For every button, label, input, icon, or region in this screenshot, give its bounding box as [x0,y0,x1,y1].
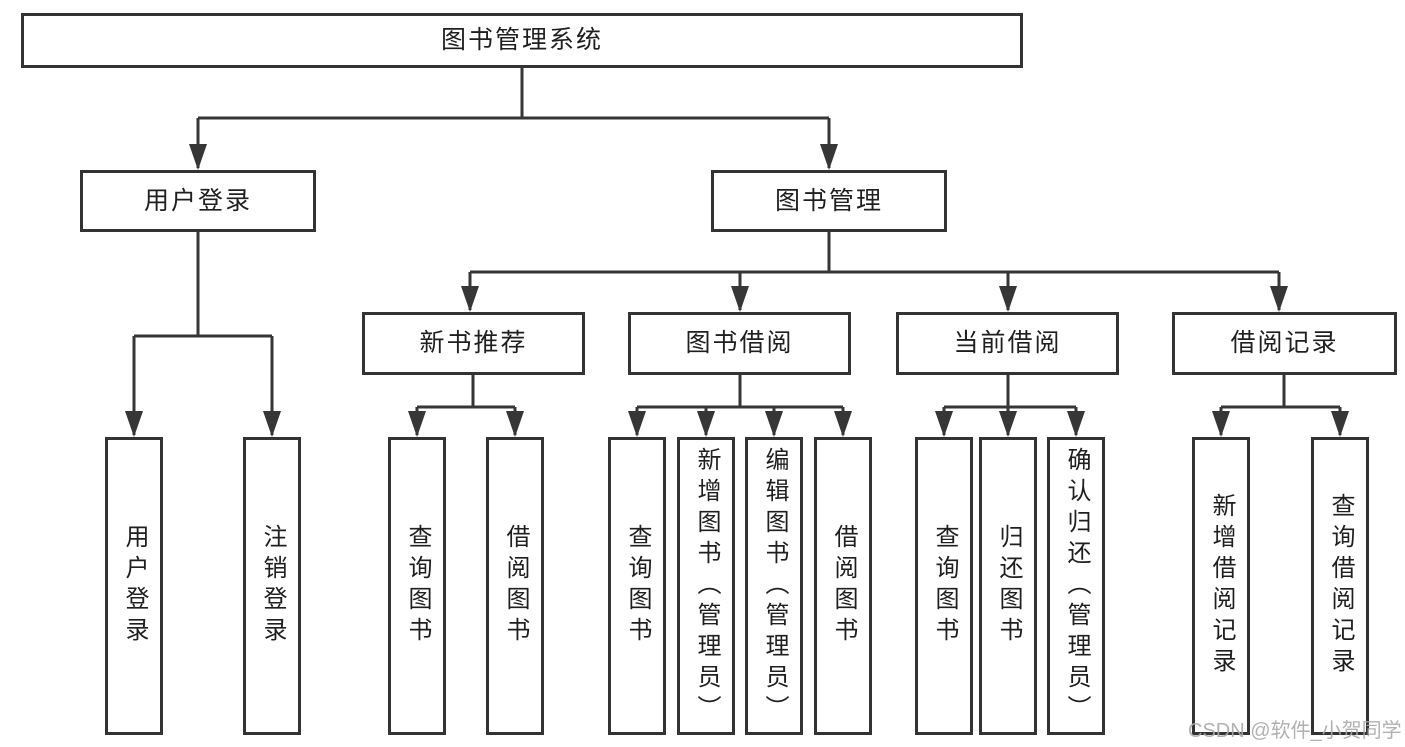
leaf-label: 借阅图书 [830,524,857,648]
leaf-return-book: 归还图书 [979,437,1037,735]
node-label: 图书管理 [774,186,883,215]
node-label: 借阅记录 [1230,329,1339,357]
leaf-label: 归还图书 [995,524,1022,648]
node-book-management: 图书管理 [711,170,947,232]
node-label: 新书推荐 [419,329,528,357]
leaf-confirm-return-admin: 确认归还（管理员） [1047,437,1105,735]
leaf-label: 查询图书 [931,524,958,648]
leaf-add-borrow-record: 新增借阅记录 [1192,437,1250,735]
leaf-query-borrow-record: 查询借阅记录 [1311,437,1369,735]
leaf-borrow-books-recommend: 借阅图书 [486,437,544,735]
leaf-query-books-recommend: 查询图书 [388,437,446,735]
leaf-edit-book-admin: 编辑图书（管理员） [745,437,803,735]
leaf-label: 新增借阅记录 [1208,493,1235,679]
node-current-borrowing: 当前借阅 [896,312,1119,375]
node-root-system: 图书管理系统 [21,13,1023,68]
leaf-label: 编辑图书（管理员） [761,446,788,726]
leaf-borrow-books: 借阅图书 [814,437,872,735]
leaf-label: 新增图书（管理员） [693,446,720,726]
leaf-add-book-admin: 新增图书（管理员） [677,437,735,735]
leaf-label: 确认归还（管理员） [1063,446,1090,726]
node-label: 用户登录 [143,186,252,215]
arrowhead-icons [125,144,1349,437]
leaf-label: 查询图书 [404,524,431,648]
leaf-user-login: 用户登录 [105,437,163,735]
node-user-login: 用户登录 [80,170,316,232]
leaf-query-books-current: 查询图书 [915,437,973,735]
watermark: CSDN @软件_小贺同学 [1188,720,1402,742]
leaf-label: 查询借阅记录 [1327,493,1354,679]
leaf-label: 注销登录 [259,524,286,648]
node-label: 图书借阅 [685,329,794,357]
leaf-label: 查询图书 [624,524,651,648]
leaf-label: 借阅图书 [502,524,529,648]
node-new-book-recommend: 新书推荐 [362,312,585,375]
leaf-label: 用户登录 [121,524,148,648]
node-borrowing-records: 借阅记录 [1172,312,1397,375]
node-root-label: 图书管理系统 [440,26,603,54]
node-book-borrowing: 图书借阅 [628,312,851,375]
node-label: 当前借阅 [953,329,1062,357]
leaf-query-books-borrow: 查询图书 [608,437,666,735]
leaf-logout: 注销登录 [243,437,301,735]
